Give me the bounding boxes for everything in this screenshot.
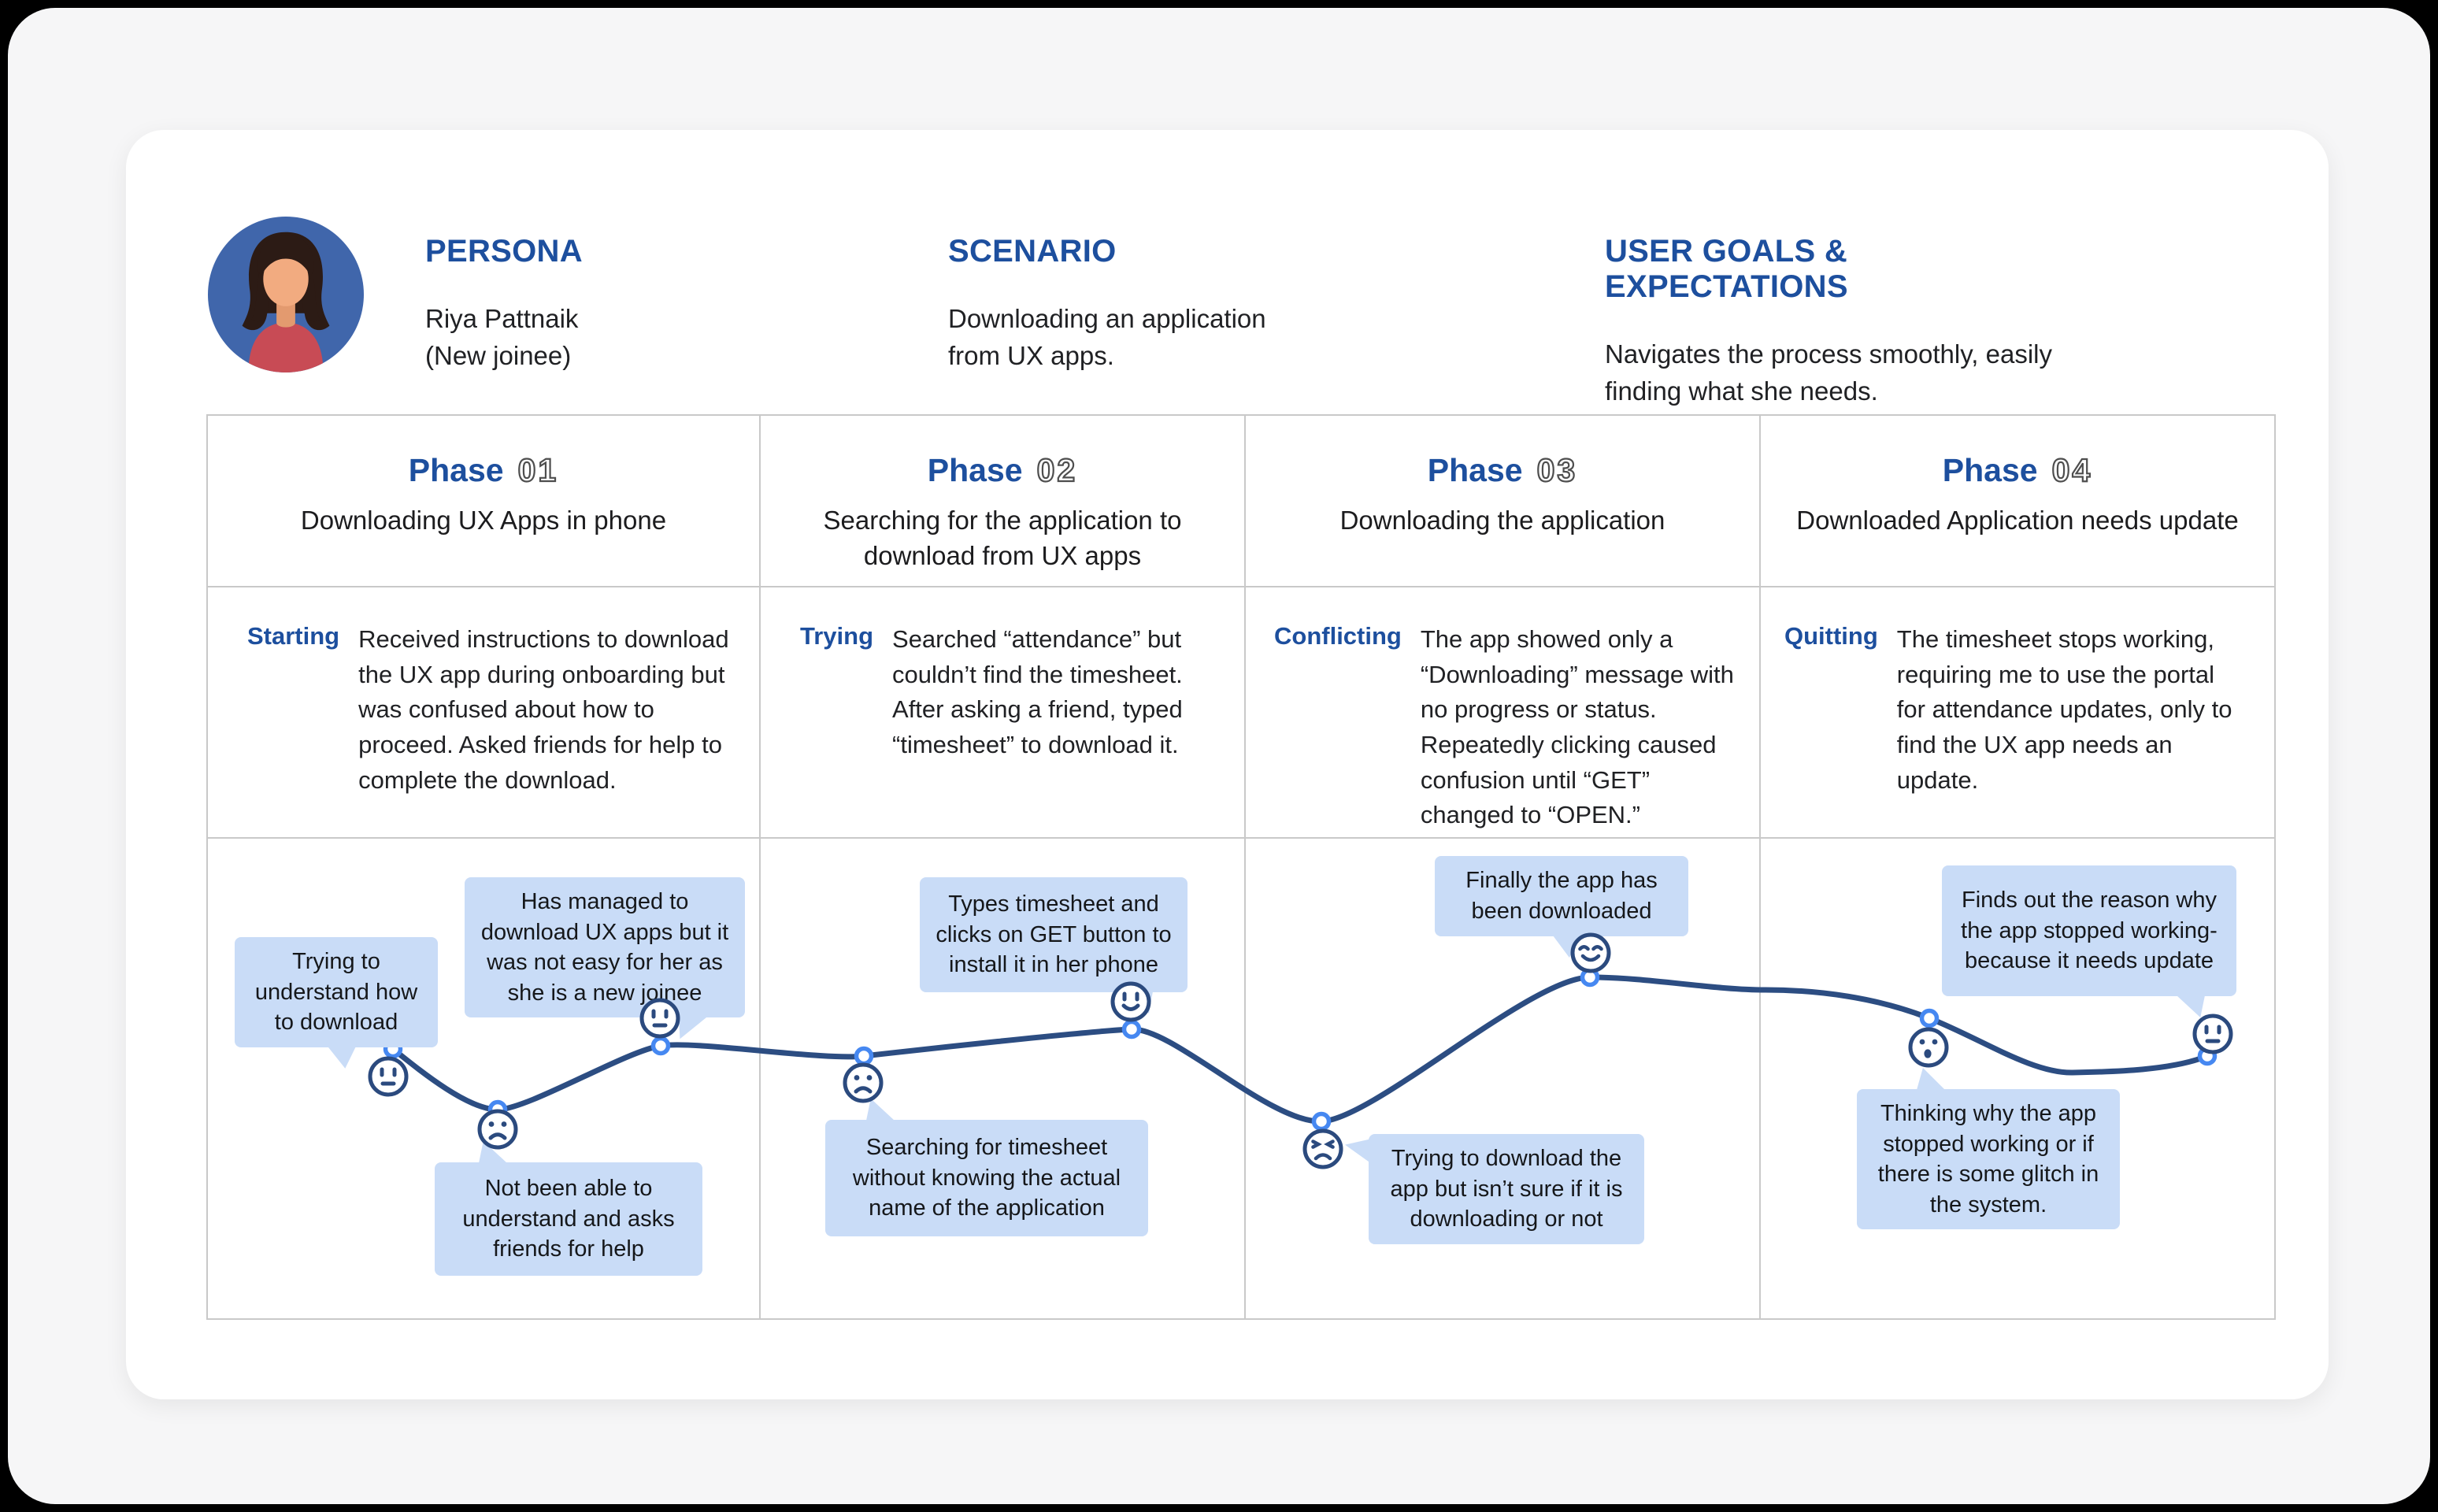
emoji-surprised-icon [1908,1027,1949,1068]
persona-name-block: Riya Pattnaik (New joinee) [425,301,866,375]
persona-note: (New joinee) [425,340,572,370]
bubble-text: Finally the app has been downloaded [1465,868,1658,924]
goals-text: Navigates the process smoothly, easily f… [1605,339,2052,406]
phase-4-heading: Phase 04 [1761,451,2274,489]
emoji-grin-icon [1570,932,1611,973]
speech-bubble: Searching for timesheet without knowing … [825,1099,1148,1236]
stage-label: Conflicting [1274,622,1402,650]
emoji-sad-icon [843,1062,884,1103]
phase-label: Phase [1942,452,2038,488]
emoji-happy-icon [1110,981,1151,1022]
phase-4-header: Phase 04 Downloaded Application needs upd… [1761,416,2274,587]
emoji-neutral-icon [2192,1014,2233,1054]
stage-quitting: Quitting The timesheet stops working, re… [1761,587,2274,839]
phase-label: Phase [1427,452,1523,488]
stage-label: Starting [247,622,340,650]
phase-4-title: Downloaded Application needs update [1796,506,2239,535]
stage-starting: Starting Received instructions to downlo… [208,587,761,839]
phase-2-header: Phase 02 Searching for the application to… [761,416,1246,587]
speech-bubble: Finally the app has been downloaded [1435,856,1688,958]
phase-3-header: Phase 03 Downloading the application [1246,416,1761,587]
goals-title: USER GOALS & EXPECTATIONS [1605,234,1848,304]
emoji-frustrated-icon [1302,1128,1343,1169]
journey-point [650,1036,671,1056]
journey-point [1311,1111,1332,1132]
phase-3-title: Downloading the application [1339,506,1665,535]
persona-name: Riya Pattnaik [425,304,579,333]
emoji-neutral-icon [368,1056,409,1097]
journey-point [1121,1019,1142,1040]
bubble-text: Thinking why the app stopped working or … [1877,1101,2099,1217]
header-persona: PERSONA Riya Pattnaik (New joinee) [425,234,866,375]
journey-overlay: Trying to understand how to download Has… [208,839,2274,1318]
stage-text: Received instructions to download the UX… [358,625,729,794]
journey-table: Phase 01 Downloading UX Apps in phone Pha… [206,414,2276,1320]
bubble-text: Searching for timesheet without knowing … [852,1135,1121,1221]
bubble-text: Types timesheet and clicks on GET button… [936,891,1172,978]
bubble-text: Trying to download the app but isn’t sur… [1390,1146,1623,1232]
phase-1-heading: Phase 01 [208,451,759,489]
stage-trying: Trying Searched “attendance” but couldn’… [761,587,1246,839]
phase-2-title: Searching for the application to downloa… [823,506,1182,570]
header-goals: USER GOALS & EXPECTATIONS Navigates the … [1605,234,2085,410]
phase-label: Phase [408,452,504,488]
phase-1-header: Phase 01 Downloading UX Apps in phone [208,416,761,587]
speech-bubble: Types timesheet and clicks on GET button… [920,877,1188,1014]
phase-number: 02 [1036,451,1078,489]
phase-number: 01 [517,451,559,489]
background-canvas: PERSONA Riya Pattnaik (New joinee) SCENA… [8,8,2430,1504]
stage-text: The timesheet stops working, requiring m… [1896,625,2232,794]
persona-avatar [208,217,364,372]
persona-title: PERSONA [425,234,583,269]
speech-bubble: Thinking why the app stopped working or … [1857,1068,2120,1230]
bubble-text: Not been able to understand and asks fri… [462,1176,675,1262]
journey-cell-3 [1246,839,1761,1318]
speech-bubble: Has managed to download UX apps but it w… [465,877,745,1040]
phase-3-heading: Phase 03 [1246,451,1759,489]
bubble-text: Finds out the reason why the app stopped… [1961,888,2218,974]
stage-text: The app showed only a “Downloading” mess… [1420,625,1734,829]
emoji-neutral-icon [639,998,680,1039]
speech-bubble: Trying to understand how to download [235,937,438,1069]
journey-point [1919,1008,1940,1028]
emoji-sad-icon [477,1109,518,1150]
header-scenario: SCENARIO Downloading an application from… [948,234,1271,375]
journey-cell-2 [761,839,1246,1318]
stage-conflicting: Conflicting The app showed only a “Downl… [1246,587,1761,839]
bubble-text: Has managed to download UX apps but it w… [480,889,729,1006]
phase-number: 04 [2051,451,2093,489]
speech-bubble: Finds out the reason why the app stopped… [1942,865,2236,1017]
scenario-text: Downloading an application from UX apps. [948,304,1266,370]
stage-label: Trying [800,622,874,650]
speech-bubble: Not been able to understand and asks fri… [435,1141,702,1276]
stage-label: Quitting [1784,622,1878,650]
phase-label: Phase [927,452,1023,488]
phase-2-heading: Phase 02 [761,451,1244,489]
journey-map-card: PERSONA Riya Pattnaik (New joinee) SCENA… [126,130,2329,1399]
phase-number: 03 [1536,451,1578,489]
speech-bubble: Trying to download the app but isn’t sur… [1345,1134,1644,1244]
journey-cell-1 [208,839,761,1318]
scenario-title: SCENARIO [948,234,1117,269]
stage-text: Searched “attendance” but couldn’t find … [892,625,1183,758]
bubble-text: Trying to understand how to download [254,949,418,1036]
phase-1-title: Downloading UX Apps in phone [300,506,667,535]
